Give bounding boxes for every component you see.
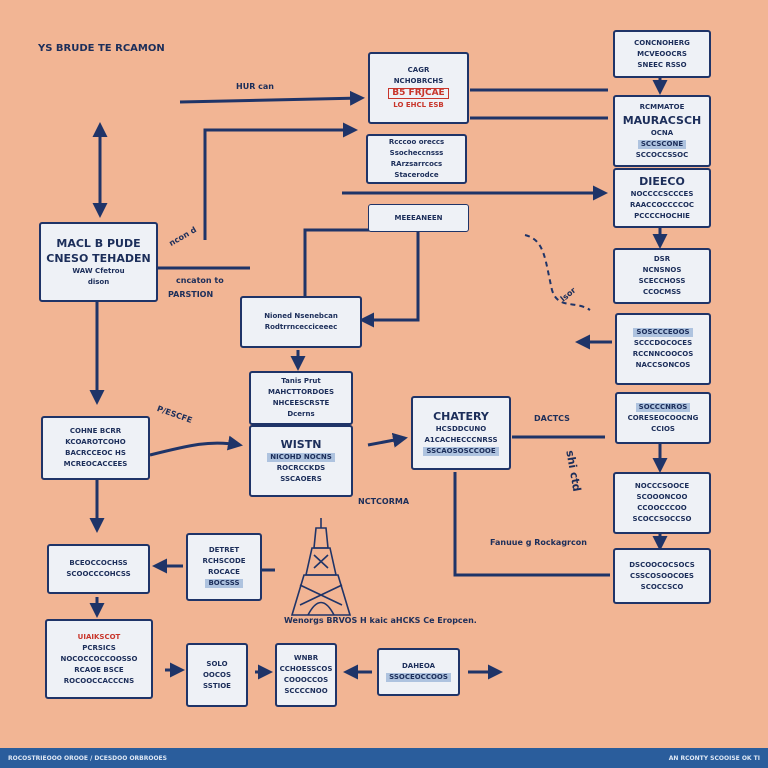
footer-right-text: AN RCONTY SCOOISE OK TI [668,754,760,762]
connector-label: NCTCORMA [358,497,410,506]
dashed-connector [524,234,591,311]
connector-label: DACTCS [534,414,570,423]
arrow [149,435,243,457]
connector-label: PARSTION [168,290,214,299]
node-left-1[interactable]: COHNE BCRR KCOAROTCOHO BACRCCEOC HS MCRE… [41,416,150,480]
node-center-1[interactable]: Nioned Nsenebcan Rodtrrncecciceeec [240,296,362,348]
node-main[interactable]: MACL B PUDE CNESO TEHADEN WAW Cfetrou di… [39,222,158,302]
footer-left-text: ROCOSTRIEOOO OROOE / DCESDOO ORBROOES [8,754,167,762]
node-bottom-2[interactable]: WNBR CCHOESSCOS COOOCCOS SCCCCNOO [275,643,337,707]
arrow [367,432,408,448]
connector-label: HUR can [236,82,274,91]
node-chatery[interactable]: CHATERY HCSDDCUNO A1CACHECCCNRSS SSCAOSO… [411,396,511,470]
node-left-2[interactable]: BCEOCCOCHSS SCOOCCCOHCSS [47,544,150,594]
node-right-5[interactable]: SOSCCCEOOS SCCCDOCOCES RCCNNCOOCOS NACCS… [615,313,711,385]
arrow [453,472,610,577]
tower-icon [290,518,352,616]
node-right-6[interactable]: SOCCCNROS CORESEOCOOCNG CCIOS [615,392,711,444]
node-right-1[interactable]: CONCNOHERG MCVEOOCRS SNEEC RSSO [613,30,711,78]
node-wistn[interactable]: WISTN NICOHD NOCNS ROCRCCKDS SSCAOERS [249,425,353,497]
diagram-title: YS BRUDE TE RCAMON [38,43,165,54]
caption: Wenorgs BRVOS H kaic aHCKS Ce Eropcen. [284,616,477,625]
node-right-3[interactable]: DIEECO NOCCCCSCCCES RAACCOCCCCOC PCCCCHO… [613,168,711,228]
node-mid-top[interactable]: Rcccoo oreccs Ssocheccnsss RArzsarrcocs … [366,134,467,184]
arrow [179,90,365,106]
node-detret[interactable]: DETRET RCHSCODE ROCACE BOCSSS [186,533,262,601]
node-left-3[interactable]: UIAIKSCOT PCRSICS NOCOCCOCCOOSSO RCAOE B… [45,619,153,699]
node-bottom-1[interactable]: SOLO OOCOS SSTIOE [186,643,248,707]
arrow [203,122,358,240]
connector-label: cncaton to [176,276,224,285]
node-right-7[interactable]: NOCCCSOOCE SCOOONCOO CCOOCCCOO SCOCCSOCC… [613,472,711,534]
arrow [303,228,418,300]
footer-bar: ROCOSTRIEOOO OROOE / DCESDOO ORBROOES AN… [0,748,768,768]
node-bottom-3[interactable]: DAHEOA SSOCEOCCOOS [377,648,460,696]
node-banner[interactable]: MEEEANEEN [368,204,469,232]
node-right-2[interactable]: RCMMATOE MAURACSCH OCNA SCCSCONE SCCOCCS… [613,95,711,167]
node-center-2[interactable]: Tanis Prut MAHCTTORDOES NHCEESCRSTE Dcer… [249,371,353,425]
node-right-4[interactable]: DSR NCNSNOS SCECCHOSS CCOCMSS [613,248,711,304]
node-top-center[interactable]: CAGR NCHOBRCHS B5 FRJCAE LO EHCL ESB [368,52,469,124]
connector-label: Fanuue g Rockagrcon [490,538,587,547]
node-right-8[interactable]: DSCOOCOCSOCS CSSCOSOOCOES SCOCCSCO [613,548,711,604]
arrow [359,230,420,328]
